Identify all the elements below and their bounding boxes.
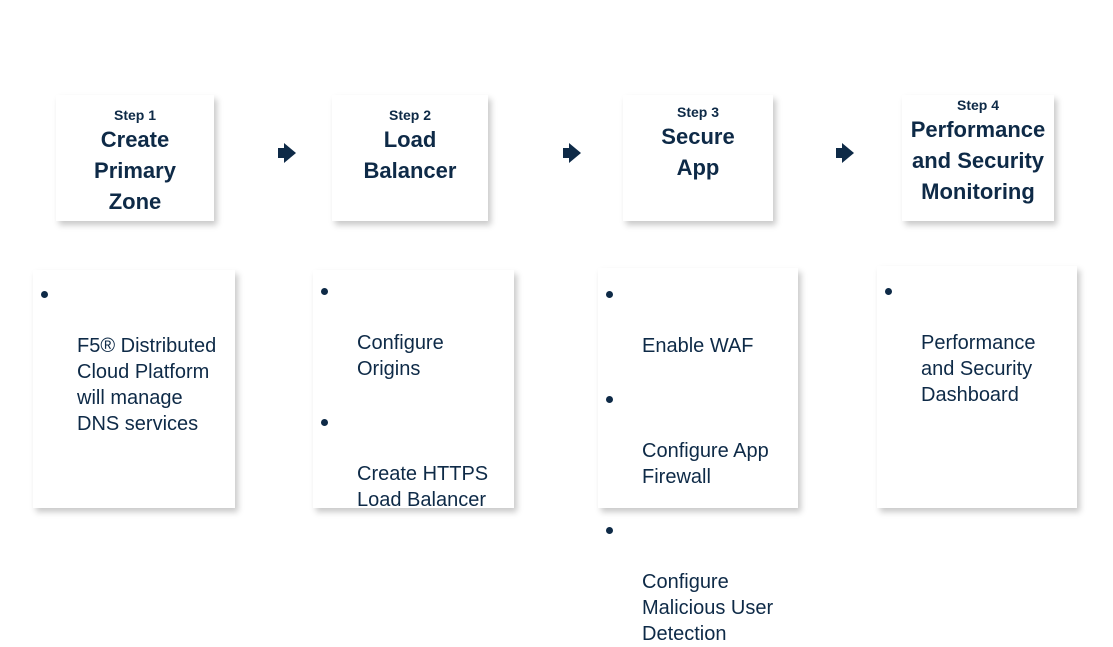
- arrow-right-icon-2: [563, 143, 581, 163]
- step-3-details-card: Enable WAF Configure App Firewall Config…: [598, 268, 798, 645]
- step-3-detail-text-3: Configure Malicious User Detection: [642, 571, 774, 645]
- step-1-title: Create Primary Zone: [94, 127, 176, 214]
- step-3-detail-item: Configure App Firewall: [598, 386, 798, 490]
- bullet-icon: [606, 291, 613, 298]
- arrow-right-icon-1: [278, 143, 296, 163]
- step-2-detail-text-2: Create HTTPS Load Balancer: [357, 463, 489, 511]
- step-3-label: Step 3: [676, 104, 719, 120]
- step-4-card: Step 4 Performance and Security Monitori…: [902, 95, 1054, 221]
- bullet-icon: [41, 291, 48, 298]
- step-2-label: Step 2: [388, 107, 431, 123]
- step-1-label: Step 1: [113, 107, 156, 123]
- step-1-details-card: F5® Distributed Cloud Platform will mana…: [33, 270, 235, 508]
- step-4-label: Step 4: [956, 97, 999, 113]
- step-2-title: Load Balancer: [363, 127, 457, 183]
- bullet-icon: [606, 527, 613, 534]
- bullet-icon: [885, 288, 892, 295]
- step-1-detail-item: F5® Distributed Cloud Platform will mana…: [33, 281, 235, 437]
- step-3-detail-item: Enable WAF: [598, 281, 798, 359]
- step-3-card: Step 3 Secure App: [623, 95, 773, 221]
- bullet-icon: [321, 288, 328, 295]
- bullet-icon: [321, 419, 328, 426]
- step-4-title: Performance and Security Monitoring: [910, 117, 1046, 204]
- step-3-detail-text-2: Configure App Firewall: [642, 440, 769, 488]
- step-2-detail-item: Create HTTPS Load Balancer: [313, 409, 514, 513]
- step-2-detail-text-1: Configure Origins: [357, 332, 444, 380]
- step-3-detail-item: Configure Malicious User Detection: [598, 517, 798, 647]
- step-1-card: Step 1 Create Primary Zone: [56, 95, 214, 221]
- step-2-details-card: Configure Origins Create HTTPS Load Bala…: [313, 270, 514, 511]
- step-4-details-card: Performance and Security Dashboard: [877, 266, 1077, 508]
- step-2-details-list: Configure Origins Create HTTPS Load Bala…: [313, 278, 514, 513]
- step-3-detail-text-1: Enable WAF: [642, 335, 754, 357]
- step-2-card: Step 2 Load Balancer: [332, 95, 488, 221]
- step-3-details-list: Enable WAF Configure App Firewall Config…: [598, 281, 798, 647]
- step-3-title: Secure App: [661, 124, 735, 180]
- step-1-details-list: F5® Distributed Cloud Platform will mana…: [33, 281, 235, 437]
- step-2-detail-item: Configure Origins: [313, 278, 514, 382]
- step-4-details-list: Performance and Security Dashboard: [877, 278, 1077, 408]
- bullet-icon: [606, 396, 613, 403]
- step-1-detail-text: F5® Distributed Cloud Platform will mana…: [77, 335, 217, 435]
- step-4-detail-text: Performance and Security Dashboard: [921, 332, 1036, 406]
- arrow-right-icon-3: [836, 143, 854, 163]
- step-4-detail-item: Performance and Security Dashboard: [877, 278, 1077, 408]
